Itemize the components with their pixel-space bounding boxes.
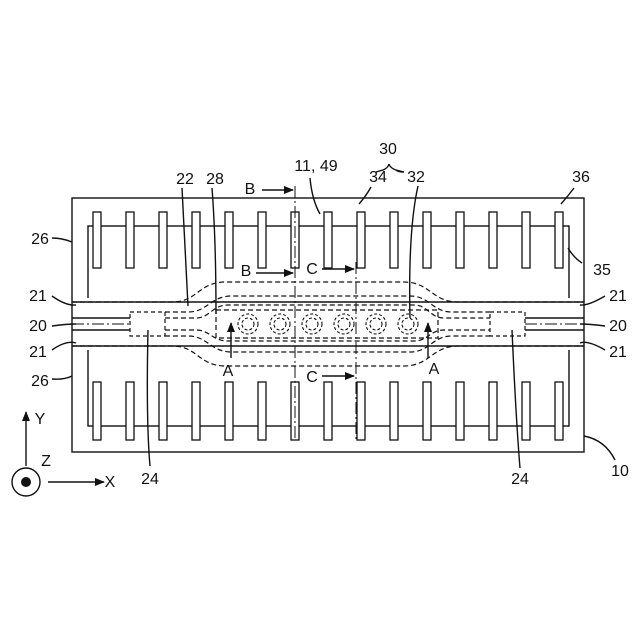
top-slot xyxy=(357,212,365,268)
label-20-left: 20 xyxy=(29,318,47,335)
top-slot xyxy=(456,212,464,268)
top-slot xyxy=(93,212,101,268)
label-36: 36 xyxy=(572,169,590,186)
section-label-C-bottom: C xyxy=(306,369,318,386)
label-26-bottom: 26 xyxy=(31,373,49,390)
bottom-slot xyxy=(192,382,200,440)
bottom-slot xyxy=(126,382,134,440)
top-slot xyxy=(522,212,530,268)
bottom-slot xyxy=(423,382,431,440)
bottom-slot xyxy=(258,382,266,440)
label-24-left: 24 xyxy=(141,471,159,488)
label-21-br: 21 xyxy=(609,344,627,361)
section-label-B-top: B xyxy=(245,181,256,198)
bottom-slot xyxy=(357,382,365,440)
section-label-A-left: A xyxy=(223,363,234,380)
top-slot xyxy=(324,212,332,268)
bottom-slot xyxy=(555,382,563,440)
label-21-bl: 21 xyxy=(29,344,47,361)
top-slot xyxy=(126,212,134,268)
top-slot xyxy=(489,212,497,268)
axis-label-z: Z xyxy=(41,453,51,470)
bottom-slot xyxy=(93,382,101,440)
pad-24-right xyxy=(490,312,525,336)
bottom-slot xyxy=(225,382,233,440)
label-28: 28 xyxy=(206,171,224,188)
top-slot xyxy=(555,212,563,268)
label-32: 32 xyxy=(407,169,425,186)
top-slot xyxy=(159,212,167,268)
label-11-49: 11, 49 xyxy=(294,158,337,175)
label-30: 30 xyxy=(379,141,397,158)
top-slot xyxy=(192,212,200,268)
bottom-slot xyxy=(522,382,530,440)
axis-label-x: X xyxy=(105,474,116,491)
axis-indicator xyxy=(12,412,104,496)
top-slot-row xyxy=(93,212,563,268)
bottom-slot xyxy=(390,382,398,440)
top-slot xyxy=(423,212,431,268)
bottom-slot xyxy=(324,382,332,440)
label-21-tl: 21 xyxy=(29,288,47,305)
top-slot xyxy=(291,212,299,268)
label-21-tr: 21 xyxy=(609,288,627,305)
label-34: 34 xyxy=(369,169,387,186)
top-slot xyxy=(258,212,266,268)
top-slot xyxy=(390,212,398,268)
label-20-right: 20 xyxy=(609,318,627,335)
bottom-slot xyxy=(159,382,167,440)
bottom-slot-row xyxy=(93,382,563,440)
top-slot xyxy=(225,212,233,268)
axis-label-y: Y xyxy=(35,411,46,428)
section-label-B-mid: B xyxy=(241,263,252,280)
label-26-top: 26 xyxy=(31,231,49,248)
bottom-slot xyxy=(456,382,464,440)
label-35: 35 xyxy=(593,262,611,279)
bottom-slot xyxy=(489,382,497,440)
label-10: 10 xyxy=(611,463,629,480)
label-24-right: 24 xyxy=(511,471,529,488)
section-label-C-top: C xyxy=(306,261,318,278)
label-22: 22 xyxy=(176,171,194,188)
section-label-A-right: A xyxy=(429,361,440,378)
